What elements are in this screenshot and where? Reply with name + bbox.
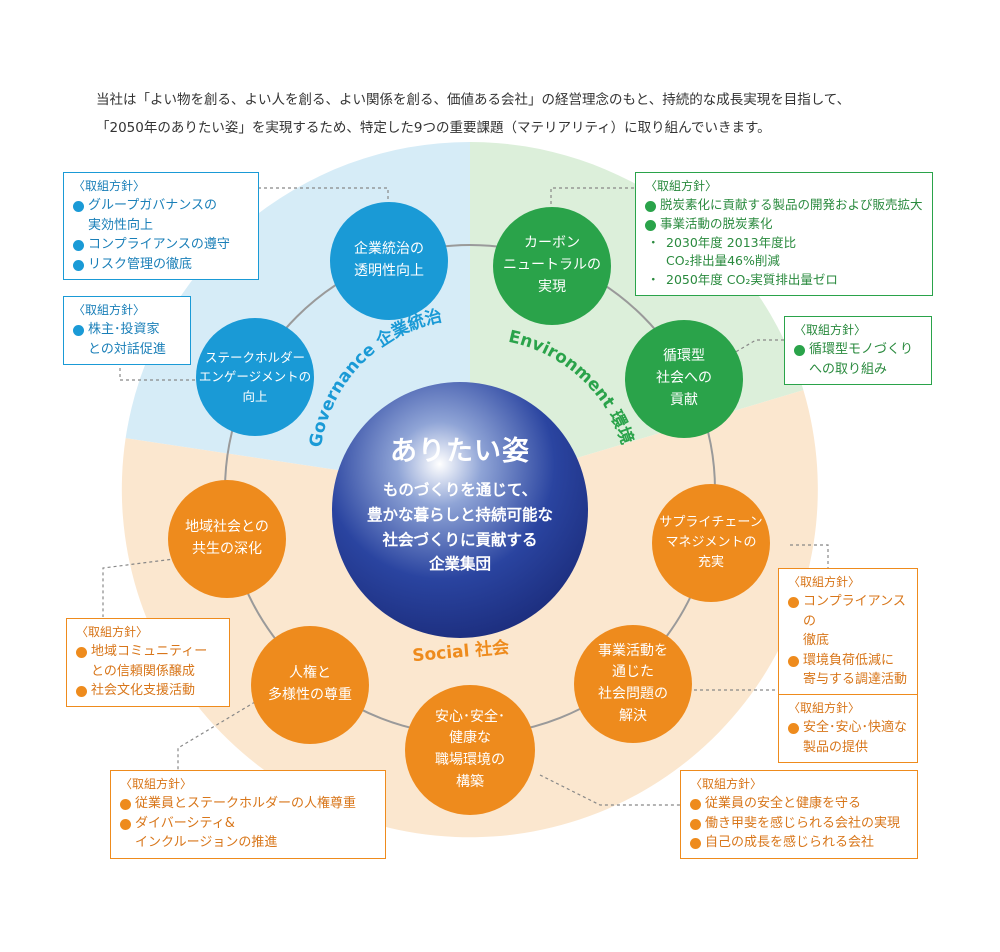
materiality-circular-society: 循環型 社会への 貢献 (625, 320, 743, 438)
policy-box-community: 〈取組方針〉 地域コミュニティー との信頼関係醸成 社会文化支援活動 (66, 618, 230, 707)
policy-item: 株主･投資家 との対話促進 (73, 320, 181, 359)
bullet-icon (73, 201, 84, 212)
bullet-icon (690, 799, 701, 810)
policy-title: 〈取組方針〉 (73, 303, 146, 317)
policy-box-human-rights: 〈取組方針〉 従業員とステークホルダーの人権尊重 ダイバーシティ& インクルージ… (110, 770, 386, 859)
vision-statement: ものづくりを通じて、 豊かな暮らしと持続可能な 社会づくりに貢献する 企業集団 (366, 481, 553, 574)
policy-box-safe-workplace: 〈取組方針〉 従業員の安全と健康を守る 働き甲斐を感じられる会社の実現 自己の成… (680, 770, 918, 859)
materiality-label: 人権と 多様性の尊重 (268, 665, 352, 703)
policy-item: 循環型モノづくり への取り組み (794, 340, 922, 379)
materiality-governance-transparency: 企業統治の 透明性向上 (330, 202, 448, 320)
bullet-icon (73, 325, 84, 336)
materiality-business-social-issues: 事業活動を 通じた 社会問題の 解決 (574, 625, 692, 743)
materiality-human-rights-diversity: 人権と 多様性の尊重 (251, 626, 369, 744)
connector-human (177, 701, 256, 770)
intro-line-1: 当社は「よい物を創る、よい人を創る、よい関係を創る、価値ある会社」の経営理念のも… (96, 92, 851, 108)
vision-block: ありたい姿 ものづくりを通じて、 豊かな暮らしと持続可能な 社会づくりに貢献する… (340, 415, 580, 577)
bullet-icon (120, 818, 131, 830)
policy-item: 働き甲斐を感じられる会社の実現 (690, 814, 908, 834)
materiality-label: カーボン ニュートラルの 実現 (503, 235, 601, 295)
policy-item: 脱炭素化に貢献する製品の開発および販売拡大 (645, 196, 923, 215)
bullet-icon (73, 240, 84, 251)
policy-box-supply-chain: 〈取組方針〉 コンプライアンスの 徹底 環境負荷低減に 寄与する調達活動 (778, 568, 918, 696)
policy-title: 〈取組方針〉 (76, 625, 149, 639)
materiality-stakeholder-engagement: ステークホルダー エンゲージメントの 向上 (196, 318, 314, 436)
policy-subitem: ・2050年度 CO₂実質排出量ゼロ (645, 271, 923, 290)
bullet-icon (794, 345, 805, 356)
materiality-label: 事業活動を 通じた 社会問題の 解決 (598, 642, 668, 724)
materiality-community: 地域社会との 共生の深化 (168, 480, 286, 598)
bullet-icon (645, 201, 656, 212)
materiality-label: サプライチェーン マネジメントの 充実 (659, 514, 763, 571)
policy-item: コンプライアンスの 徹底 (788, 592, 908, 651)
policy-subitem: ・2030年度 2013年度比 CO₂排出量46%削減 (647, 234, 797, 269)
connector-gov1 (258, 187, 389, 202)
policy-item: 安全･安心･快適な 製品の提供 (788, 718, 908, 757)
policy-title: 〈取組方針〉 (690, 777, 763, 791)
policy-item: 社会文化支援活動 (76, 681, 220, 701)
materiality-label: 地域社会との 共生の深化 (185, 519, 269, 557)
bullet-icon (788, 597, 799, 608)
materiality-supply-chain: サプライチェーン マネジメントの 充実 (652, 484, 770, 602)
materiality-safe-workplace: 安心･安全･ 健康な 職場環境の 構築 (405, 685, 535, 815)
policy-title: 〈取組方針〉 (794, 323, 867, 337)
connector-safety (539, 774, 682, 806)
center-sphere (332, 382, 588, 638)
policy-box-circular-society: 〈取組方針〉 循環型モノづくり への取り組み (784, 316, 932, 385)
bullet-icon (690, 838, 701, 849)
bullet-icon (690, 818, 701, 830)
policy-item: 従業員とステークホルダーの人権尊重 (120, 794, 376, 814)
dot-icon: ・ (647, 272, 660, 287)
policy-box-governance-transparency: 〈取組方針〉 グループガバナンスの 実効性向上 コンプライアンスの遵守 リスク管… (63, 172, 259, 280)
connector-community (102, 557, 183, 617)
bullet-icon (788, 723, 799, 734)
policy-item: グループガバナンスの 実効性向上 (73, 196, 249, 235)
bullet-icon (73, 259, 84, 271)
materiality-label: ステークホルダー エンゲージメントの 向上 (198, 349, 312, 404)
bullet-icon (76, 686, 87, 697)
bullet-icon (120, 799, 131, 810)
materiality-label: 安心･安全･ 健康な 職場環境の 構築 (435, 708, 505, 790)
policy-item: 事業活動の脱炭素化 (645, 215, 923, 234)
dot-icon: ・ (647, 234, 660, 250)
policy-title: 〈取組方針〉 (788, 575, 861, 589)
policy-item: コンプライアンスの遵守 (73, 235, 249, 255)
policy-title: 〈取組方針〉 (120, 777, 193, 791)
policy-box-business-social-issues: 〈取組方針〉 安全･安心･快適な 製品の提供 (778, 694, 918, 763)
bullet-icon (76, 647, 87, 658)
policy-box-carbon-neutral: 〈取組方針〉 脱炭素化に貢献する製品の開発および販売拡大 事業活動の脱炭素化 ・… (635, 172, 933, 296)
policy-item: ダイバーシティ& インクルージョンの推進 (120, 814, 376, 853)
materiality-label: 循環型 社会への 貢献 (656, 348, 712, 408)
policy-title: 〈取組方針〉 (73, 179, 146, 193)
materiality-label: 企業統治の 透明性向上 (354, 241, 424, 279)
intro-line-2: 「2050年のありたい姿」を実現するため、特定した9つの重要課題（マテリアリティ… (96, 120, 771, 136)
materiality-carbon-neutral: カーボン ニュートラルの 実現 (493, 207, 611, 325)
connector-supply (790, 544, 829, 568)
policy-title: 〈取組方針〉 (645, 179, 718, 193)
policy-item: 従業員の安全と健康を守る (690, 794, 908, 814)
vision-title: ありたい姿 (390, 436, 530, 467)
policy-item: リスク管理の徹底 (73, 255, 249, 275)
policy-item: 自己の成長を感じられる会社 (690, 833, 908, 853)
policy-title: 〈取組方針〉 (788, 701, 861, 715)
bullet-icon (788, 655, 799, 667)
policy-item: 環境負荷低減に 寄与する調達活動 (788, 651, 908, 690)
bullet-icon (645, 219, 656, 231)
policy-item: 地域コミュニティー との信頼関係醸成 (76, 642, 220, 681)
policy-box-stakeholder-engagement: 〈取組方針〉 株主･投資家 との対話促進 (63, 296, 191, 365)
